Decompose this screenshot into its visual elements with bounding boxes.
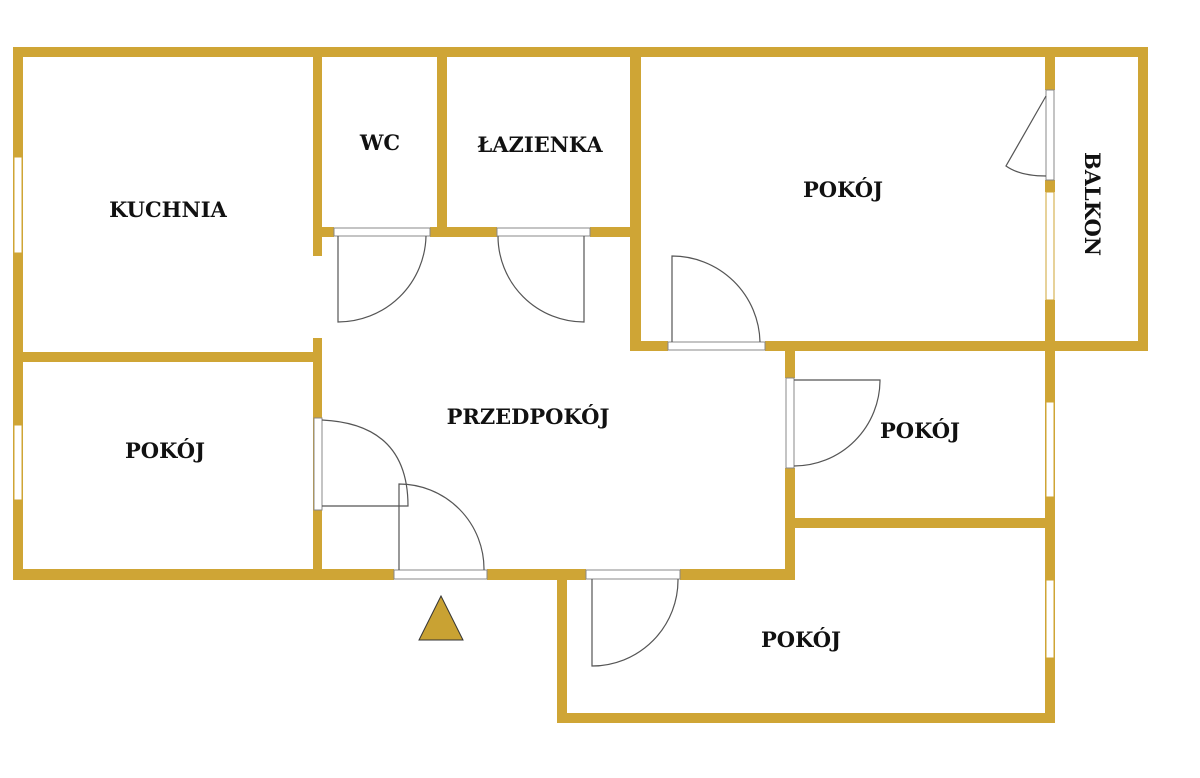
- door-room-middle-right[interactable]: [793, 379, 881, 467]
- walls: [13, 47, 1148, 723]
- wall: [13, 47, 1148, 57]
- window: [1045, 401, 1055, 498]
- label-room-left: POKÓJ: [125, 438, 205, 463]
- wall: [1045, 180, 1055, 192]
- wall: [430, 227, 497, 237]
- door-frame: [1045, 89, 1055, 181]
- wall: [765, 341, 1148, 351]
- wall: [13, 47, 23, 580]
- door-frame: [585, 569, 681, 580]
- wall: [437, 47, 447, 237]
- door-room-top-right[interactable]: [671, 255, 761, 343]
- door-balcony[interactable]: [1005, 95, 1047, 177]
- door-frame: [333, 227, 431, 237]
- wall: [630, 47, 641, 351]
- wall: [487, 569, 586, 580]
- window: [13, 156, 23, 254]
- door-wc[interactable]: [337, 235, 427, 323]
- room-labels: KUCHNIA WC ŁAZIENKA POKÓJ BALKON POKÓJ P…: [109, 130, 1105, 652]
- wall: [1138, 47, 1148, 351]
- wall: [322, 227, 334, 237]
- wall: [1045, 351, 1055, 723]
- label-room-bottom-right: POKÓJ: [761, 627, 841, 652]
- wall: [785, 351, 795, 378]
- wall: [13, 352, 322, 362]
- wall: [1045, 300, 1055, 351]
- door-frame: [496, 227, 591, 237]
- wall: [1045, 47, 1055, 90]
- window: [1045, 191, 1055, 301]
- door-frame: [667, 341, 766, 351]
- wall: [557, 713, 1055, 723]
- door-room-left[interactable]: [321, 419, 409, 507]
- door-frame: [393, 569, 488, 580]
- door-frame: [785, 377, 795, 469]
- label-room-middle-right: POKÓJ: [880, 418, 960, 443]
- doors: [313, 89, 1055, 667]
- label-wc: WC: [359, 130, 400, 155]
- label-room-top-right: POKÓJ: [803, 177, 883, 202]
- wall: [590, 227, 640, 237]
- window: [13, 424, 23, 501]
- door-frame: [313, 417, 323, 511]
- wall: [313, 47, 322, 256]
- door-entrance[interactable]: [398, 483, 485, 571]
- wall: [795, 518, 1045, 528]
- wall: [557, 569, 567, 723]
- wall: [630, 341, 668, 351]
- wall: [13, 569, 394, 580]
- label-hall: PRZEDPOKÓJ: [447, 404, 610, 429]
- door-room-bottom-right[interactable]: [591, 578, 679, 667]
- wall: [785, 468, 795, 580]
- label-kitchen: KUCHNIA: [109, 197, 227, 222]
- label-bathroom: ŁAZIENKA: [477, 132, 603, 157]
- windows: [13, 156, 1055, 659]
- wall: [680, 569, 795, 580]
- triangle-entrance-icon: [418, 594, 464, 641]
- window: [1045, 579, 1055, 659]
- label-balcony: BALKON: [1080, 152, 1105, 256]
- door-bathroom[interactable]: [497, 235, 585, 323]
